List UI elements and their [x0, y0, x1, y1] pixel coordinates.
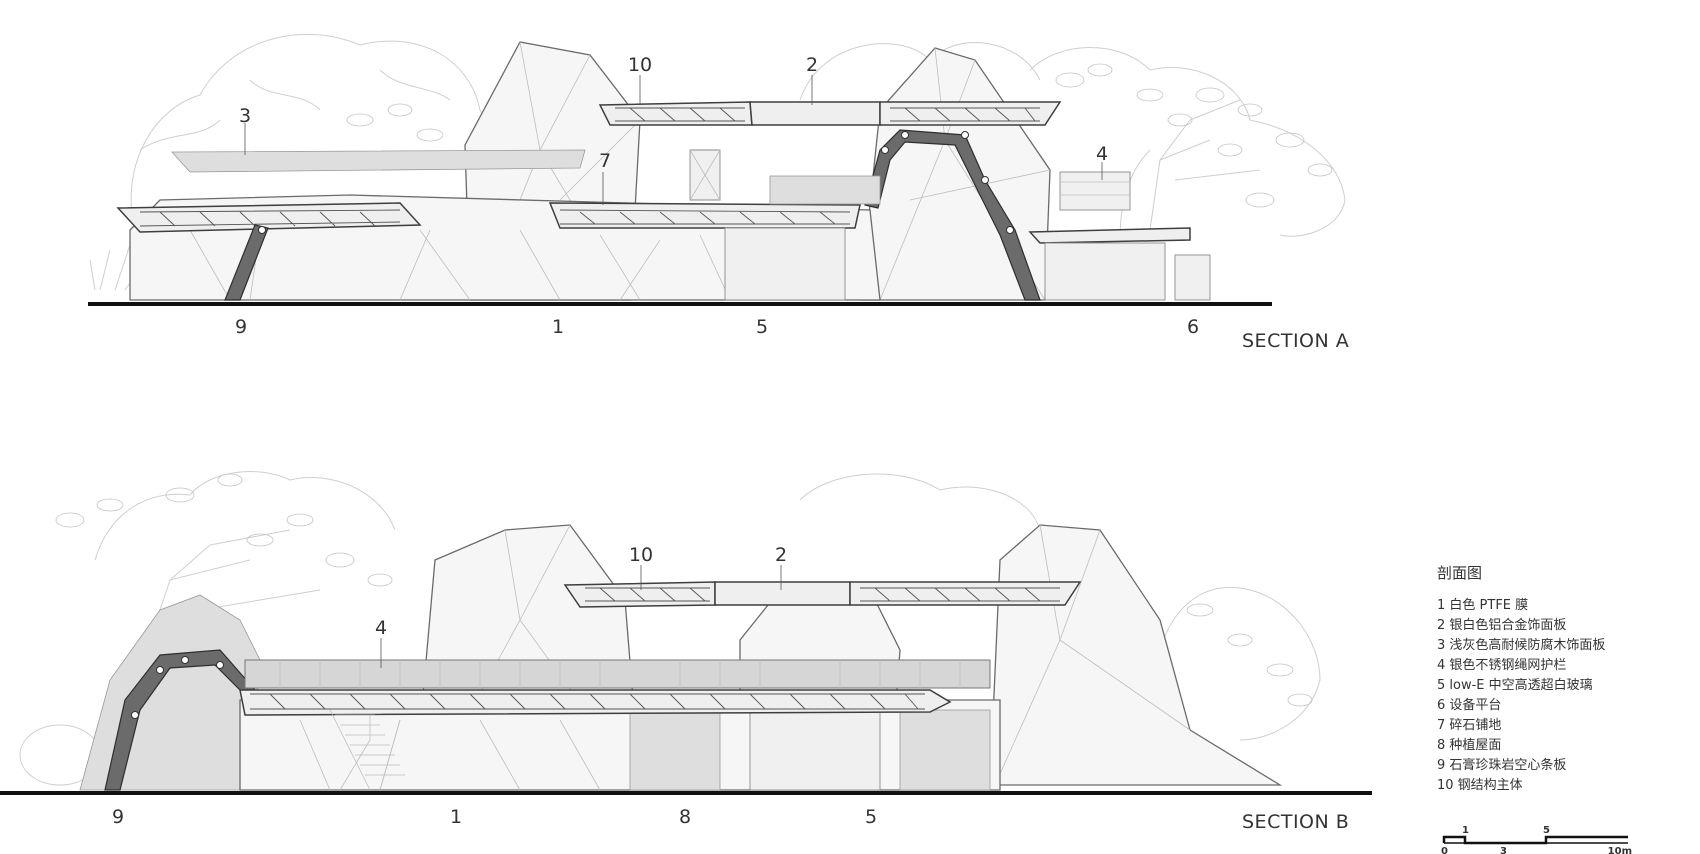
section-a-callout-10: 10 — [628, 54, 652, 76]
section-a-callout-5: 5 — [756, 316, 768, 338]
scale-bar: 1 5 0 3 10m — [1441, 825, 1632, 854]
section-b-top-deck-left — [563, 581, 716, 608]
scale-label-10m: 10m — [1608, 846, 1632, 854]
section-a-callout-1: 1 — [552, 316, 564, 338]
section-a-title: SECTION A — [1242, 330, 1349, 352]
legend-item-4: 4 银色不锈钢绳网护栏 — [1437, 657, 1566, 673]
section-b-stair — [329, 709, 405, 791]
section-a-callout-2: 2 — [806, 54, 818, 76]
section-a-glass-wall — [724, 227, 846, 301]
section-b-callout-9: 9 — [112, 806, 124, 828]
legend-item-2: 2 银白色铝合金饰面板 — [1437, 617, 1566, 633]
section-b-drawing: 10 2 4 9 1 8 5 SECTION B — [0, 471, 1372, 833]
section-a-callout-9: 9 — [235, 316, 247, 338]
legend-item-3: 3 浅灰色高耐候防腐木饰面板 — [1437, 637, 1605, 653]
section-a-drawing: 3 10 2 7 4 9 1 5 6 SECTION A — [88, 33, 1349, 352]
section-b-callout-2: 2 — [775, 544, 787, 566]
legend-item-10: 10 钢结构主体 — [1437, 778, 1523, 793]
legend-item-5: 5 low-E 中空高透超白玻璃 — [1437, 677, 1593, 693]
section-b-membrane-peak-right — [989, 524, 1283, 786]
legend-item-1: 1 白色 PTFE 膜 — [1437, 597, 1528, 613]
section-a-callout-7: 7 — [599, 150, 611, 172]
section-a-callout-4: 4 — [1096, 143, 1108, 165]
scale-label-1: 1 — [1462, 825, 1469, 836]
section-b-glass-wall — [749, 709, 881, 791]
legend: 剖面图 1 白色 PTFE 膜 2 银白色铝合金饰面板 3 浅灰色高耐候防腐木饰… — [1437, 564, 1605, 793]
section-a-top-deck-left — [598, 101, 753, 126]
scale-label-5: 5 — [1543, 825, 1550, 836]
section-b-top-aluminum-panel — [714, 581, 851, 606]
scale-label-0: 0 — [1441, 846, 1448, 854]
section-a-rope-railing — [1059, 171, 1131, 211]
section-b-callout-5: 5 — [865, 806, 877, 828]
legend-item-8: 8 种植屋面 — [1437, 738, 1501, 753]
section-a-equipment-platform — [1028, 227, 1191, 244]
section-a-top-deck-right — [879, 101, 1062, 126]
section-b-callout-10: 10 — [629, 544, 653, 566]
section-b-rope-railing — [244, 659, 991, 689]
legend-item-6: 6 设备平台 — [1437, 697, 1501, 713]
legend-item-7: 7 碎石铺地 — [1437, 718, 1501, 733]
section-a-callout-6: 6 — [1187, 316, 1199, 338]
section-b-background-trees — [19, 471, 1321, 786]
section-b-planted-roof — [629, 709, 721, 791]
section-a-upper-wood-roof — [171, 149, 586, 173]
section-b-callout-8: 8 — [679, 806, 691, 828]
section-a-steel-arch-right — [864, 129, 1041, 301]
section-b-arch-nodes — [131, 656, 224, 719]
scale-label-3: 3 — [1500, 846, 1507, 854]
section-a-top-aluminum-panel — [749, 101, 881, 126]
section-b-title: SECTION B — [1242, 811, 1349, 833]
section-a-gravel-paving — [769, 175, 881, 205]
legend-title: 剖面图 — [1437, 564, 1482, 582]
section-b-top-deck-right — [849, 581, 1082, 606]
section-b-callout-1: 1 — [450, 806, 462, 828]
section-a-arch-nodes — [258, 131, 1014, 234]
legend-item-9: 9 石膏珍珠岩空心条板 — [1437, 757, 1566, 773]
section-b-callout-4: 4 — [375, 617, 387, 639]
section-b-left-pod — [79, 594, 261, 791]
section-a-callout-3: 3 — [239, 105, 251, 127]
